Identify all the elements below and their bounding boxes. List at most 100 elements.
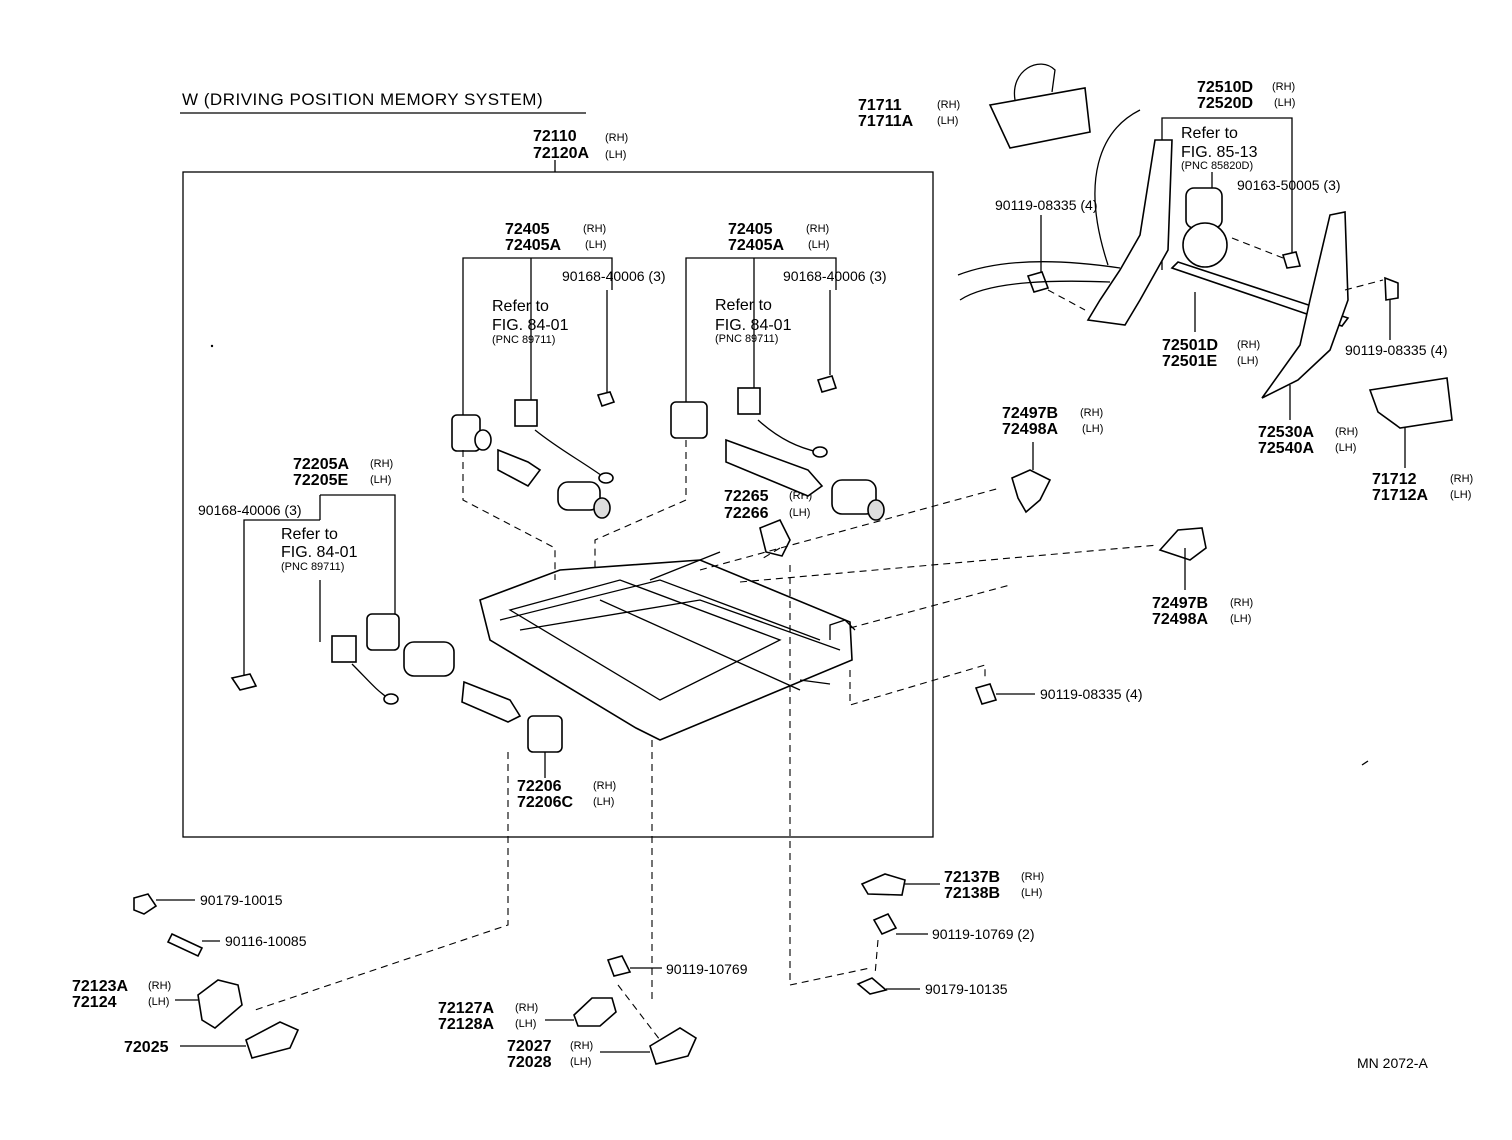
recliner-gear-icon <box>1182 222 1228 268</box>
svg-text:72405A: 72405A <box>728 237 784 254</box>
svg-text:72205E: 72205E <box>293 472 348 489</box>
callout-72497-a: 72497B (RH) 72498A (LH) <box>1002 405 1103 438</box>
relation-dashes-inner <box>462 440 1159 706</box>
svg-text:(RH): (RH) <box>593 780 616 792</box>
svg-text:(LH): (LH) <box>1230 613 1251 625</box>
relation-dashes-outer <box>254 565 871 1041</box>
svg-text:72123A: 72123A <box>72 978 128 995</box>
leader-motor-right-bracket <box>685 257 837 405</box>
recliner-motor-icon <box>1185 187 1223 229</box>
assembly-frame-box <box>182 171 934 838</box>
svg-text:72138B: 72138B <box>944 885 1000 902</box>
gear-housing-right <box>670 401 708 439</box>
callout-motor-lower: 72205A (RH) 72205E (LH) <box>293 456 393 489</box>
svg-text:(PNC 89711): (PNC 89711) <box>492 334 555 346</box>
svg-text:(LH): (LH) <box>370 474 391 486</box>
callout-72027: 72027 (RH) 72028 (LH) <box>507 1038 593 1071</box>
svg-text:(RH): (RH) <box>1237 339 1260 351</box>
svg-text:(RH): (RH) <box>1230 597 1253 609</box>
svg-text:72405: 72405 <box>728 221 773 238</box>
svg-text:(RH): (RH) <box>1450 473 1473 485</box>
bolt-50005-icon <box>1281 251 1302 269</box>
stud-10085-icon <box>166 932 204 958</box>
svg-text:(LH): (LH) <box>1274 97 1295 109</box>
svg-text:72137B: 72137B <box>944 869 1000 886</box>
motor-right-parts <box>670 375 885 521</box>
seat-outline-curve-a <box>1094 109 1141 266</box>
recliner-plate-left <box>1086 139 1173 326</box>
seat-track-outline <box>479 559 853 741</box>
svg-text:72501D: 72501D <box>1162 337 1218 354</box>
callout-nut-10015: 90179-10015 <box>200 892 283 908</box>
callout-72501: 72501D (RH) 72501E (LH) <box>1162 337 1260 370</box>
bracket-72497-b-icon <box>1158 527 1207 561</box>
svg-text:72540A: 72540A <box>1258 440 1314 457</box>
cable-coupler-left <box>497 448 542 488</box>
svg-text:(LH): (LH) <box>585 239 606 251</box>
svg-text:(LH): (LH) <box>1237 355 1258 367</box>
svg-text:(RH): (RH) <box>570 1040 593 1052</box>
svg-text:72405: 72405 <box>505 221 550 238</box>
sensor-bracket-lower <box>331 635 357 663</box>
leader-screw-c <box>243 519 320 675</box>
svg-text:FIG. 84-01: FIG. 84-01 <box>492 317 569 334</box>
screw-b-icon <box>816 375 838 393</box>
cover-72137-icon <box>860 873 906 896</box>
svg-text:72498A: 72498A <box>1152 611 1208 628</box>
svg-text:(PNC 89711): (PNC 89711) <box>281 561 344 573</box>
callout-bolt-10769-b: 90119-10769 <box>666 961 748 977</box>
callout-screw-b: 90168-40006 (3) <box>783 268 887 284</box>
rod-72501-icon <box>1170 261 1350 327</box>
ref-fig-84-a: Refer to FIG. 84-01 (PNC 89711) <box>492 298 569 346</box>
seat-track-rail-d <box>649 551 721 581</box>
seat-track-inner <box>508 579 782 701</box>
bolt-08335-b-icon <box>1384 276 1399 301</box>
svg-text:72124: 72124 <box>72 994 117 1011</box>
seat-track-rail-a <box>519 599 841 651</box>
seat-track-rail-b <box>499 579 821 641</box>
sensor-wire-left <box>534 429 606 479</box>
svg-text:(LH): (LH) <box>593 796 614 808</box>
callout-72123: 72123A (RH) 72124 (LH) <box>72 978 171 1011</box>
svg-text:72206: 72206 <box>517 778 562 795</box>
callout-bolt-08335-b: 90119-08335 (4) <box>1345 342 1447 358</box>
cover-72127-icon <box>573 997 617 1027</box>
svg-text:72028: 72028 <box>507 1054 552 1071</box>
drawing-code: MN 2072-A <box>1357 1055 1428 1071</box>
svg-text:72205A: 72205A <box>293 456 349 473</box>
svg-text:71712: 71712 <box>1372 471 1417 488</box>
callout-72530: 72530A (RH) 72540A (LH) <box>1258 424 1358 457</box>
svg-text:(PNC 89711): (PNC 89711) <box>715 333 778 345</box>
svg-text:(RH): (RH) <box>515 1002 538 1014</box>
svg-text:(LH): (LH) <box>1021 887 1042 899</box>
callout-72025: 72025 <box>124 1039 169 1056</box>
svg-text:(RH): (RH) <box>806 223 829 235</box>
svg-text:72501E: 72501E <box>1162 353 1217 370</box>
svg-text:71711: 71711 <box>858 97 902 114</box>
stray-mark-b <box>1361 760 1369 766</box>
svg-text:(LH): (LH) <box>515 1018 536 1030</box>
svg-text:Refer to: Refer to <box>715 297 772 314</box>
callout-72137: 72137B (RH) 72138B (LH) <box>944 869 1044 902</box>
svg-text:(RH): (RH) <box>1080 407 1103 419</box>
seat-outline-curve-b <box>957 261 1121 276</box>
svg-text:72498A: 72498A <box>1002 421 1058 438</box>
svg-text:FIG. 84-01: FIG. 84-01 <box>281 544 358 561</box>
svg-text:(RH): (RH) <box>1335 426 1358 438</box>
svg-text:72520D: 72520D <box>1197 95 1253 112</box>
callout-screw-a: 90168-40006 (3) <box>562 268 666 284</box>
svg-text:72110: 72110 <box>533 128 577 145</box>
callout-bolt-08335-c: 90119-08335 (4) <box>1040 686 1142 702</box>
sensor-bracket-left <box>514 399 538 427</box>
screw-a-icon <box>596 391 616 408</box>
callout-motor-left: 72405 (RH) 72405A (LH) <box>505 221 606 254</box>
sensor-wire-lower <box>351 663 389 699</box>
svg-text:72027: 72027 <box>507 1038 552 1055</box>
svg-text:72530A: 72530A <box>1258 424 1314 441</box>
svg-text:72265: 72265 <box>724 488 769 505</box>
callout-72206: 72206 (RH) 72206C (LH) <box>517 778 616 811</box>
svg-text:(RH): (RH) <box>937 99 960 111</box>
ref-fig-85: Refer to FIG. 85-13 (PNC 85820D) <box>1181 125 1258 172</box>
svg-text:(LH): (LH) <box>1450 489 1471 501</box>
